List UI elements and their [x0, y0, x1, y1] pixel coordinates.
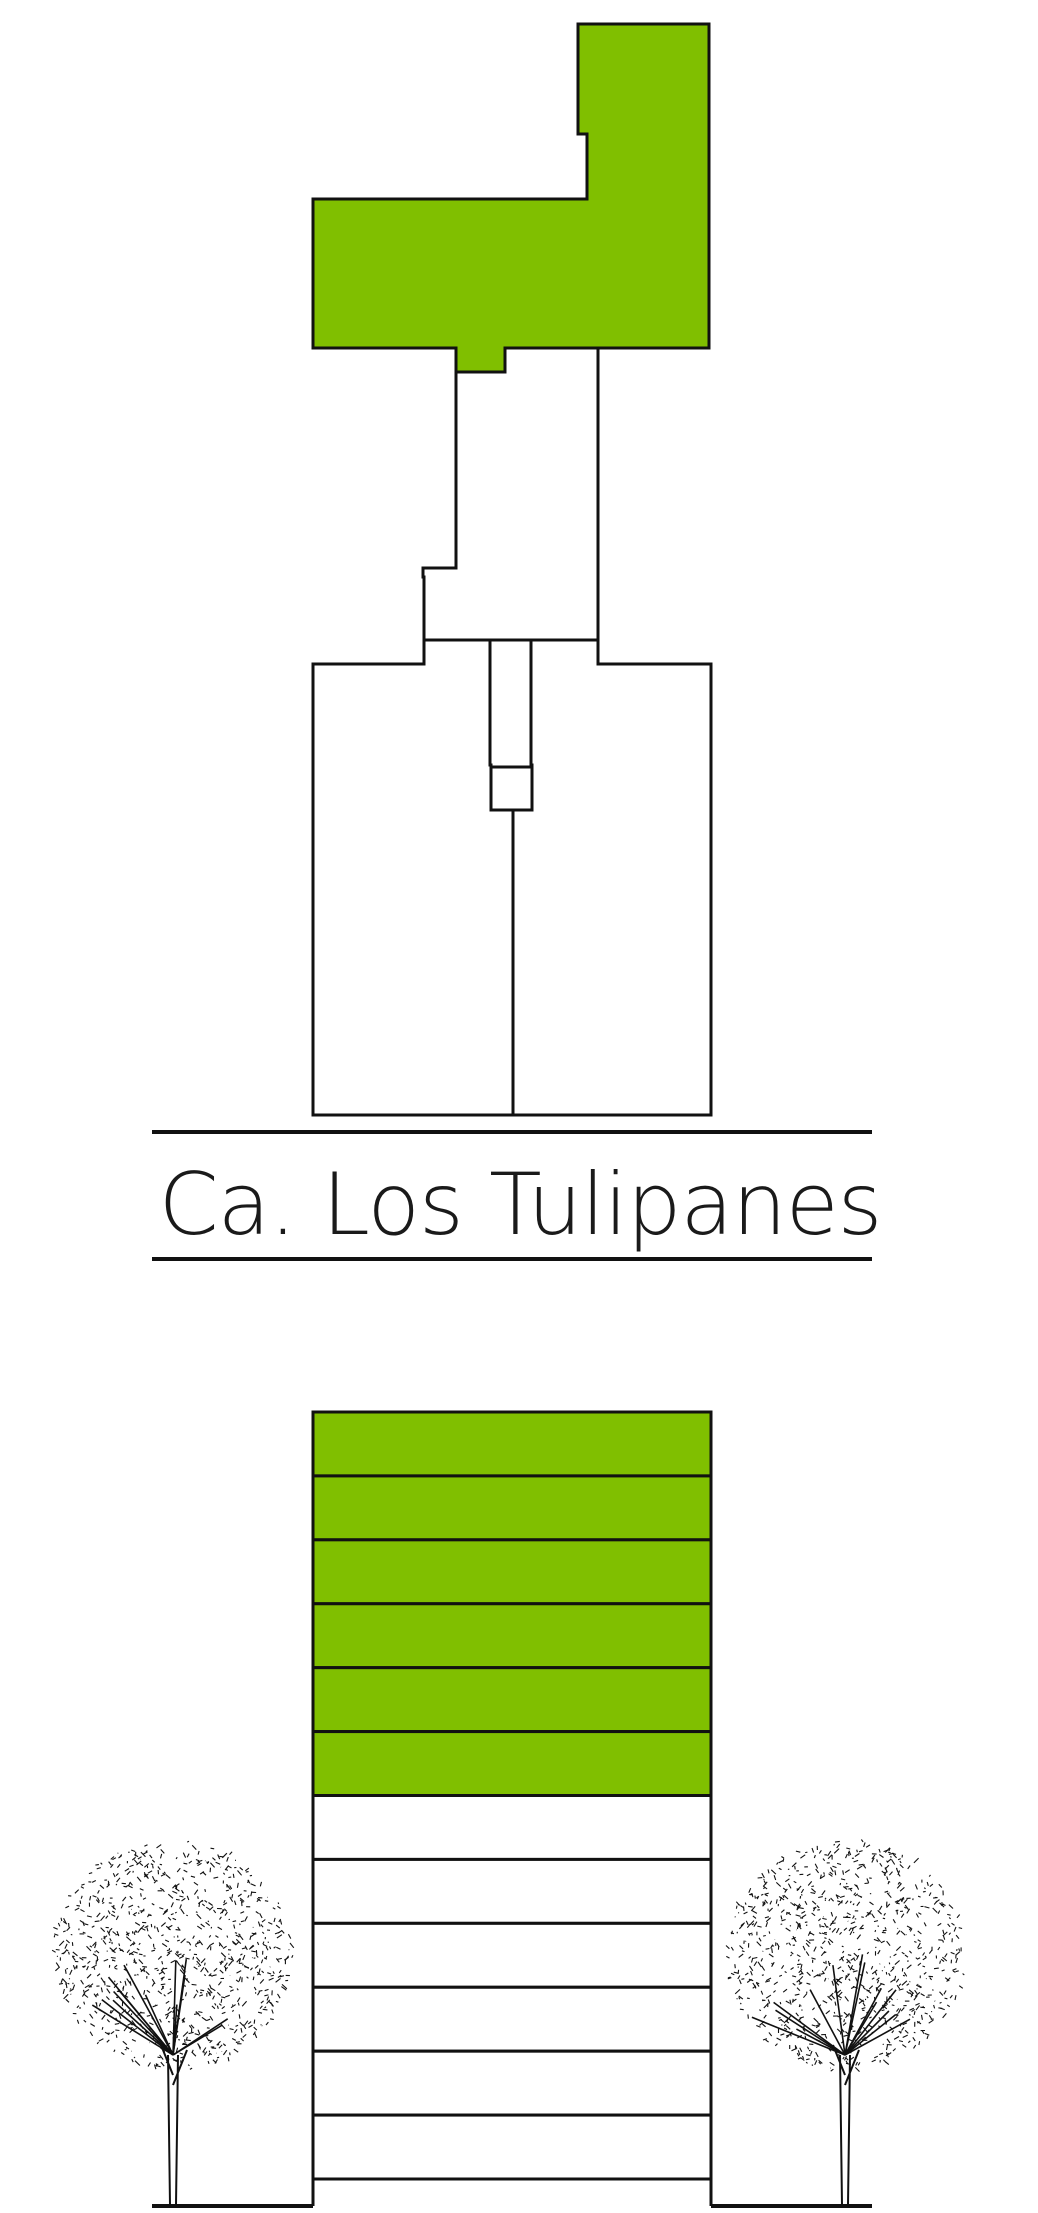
building-elevation — [311, 1410, 713, 2206]
street — [152, 1130, 872, 1261]
tree-left — [51, 1840, 295, 2206]
floor-highlighted — [311, 1538, 713, 1606]
front-lot-left — [311, 638, 515, 1117]
street-label: Ca. Los Tulipanes — [158, 1155, 883, 1255]
tree-trunk — [832, 2044, 860, 2206]
tree-right — [725, 1839, 965, 2206]
floor-highlighted — [311, 1730, 713, 1798]
tree-canopy — [725, 1839, 965, 2072]
tree-canopy — [51, 1840, 295, 2070]
floor — [311, 1921, 713, 1989]
floor-highlighted — [311, 1666, 713, 1734]
floor-highlighted — [311, 1474, 713, 1542]
floor — [311, 1985, 713, 2053]
floor — [311, 1857, 713, 1925]
floor-highlighted — [311, 1602, 713, 1670]
tree-trunk — [160, 2044, 188, 2206]
floor — [311, 1794, 713, 1861]
floor — [311, 2113, 713, 2181]
floor-highlighted — [311, 1410, 713, 1478]
floor — [311, 2049, 713, 2117]
front-lot-right — [511, 638, 713, 1117]
lot-notch — [489, 765, 534, 812]
site-plan — [311, 22, 713, 1117]
middle-lot-outline — [421, 348, 600, 642]
highlighted-lot — [311, 22, 711, 374]
